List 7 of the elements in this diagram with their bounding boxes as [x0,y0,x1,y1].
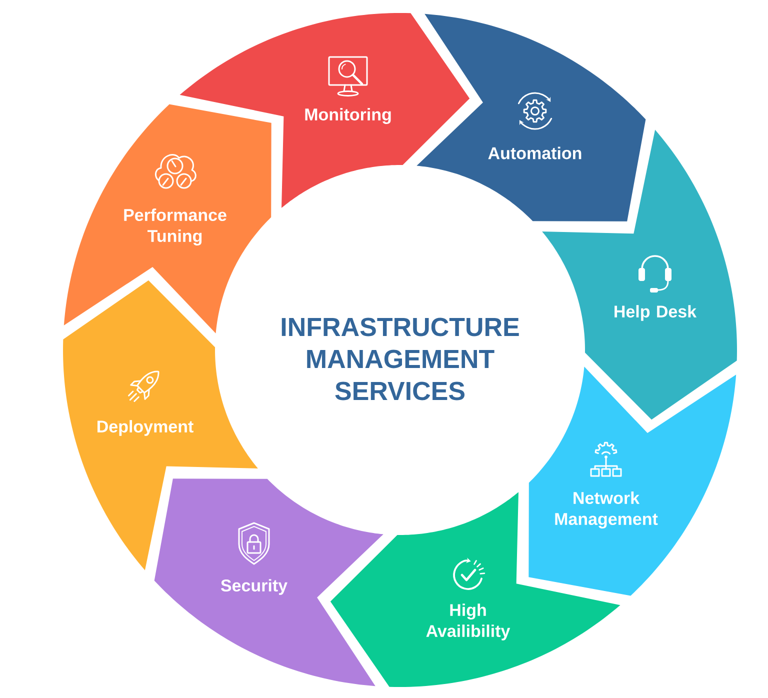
arrow-segment: Deployment [63,280,258,570]
arrow-segment: Network Management [528,366,736,596]
arrow-segment: Monitoring [180,13,470,208]
center-title: INFRASTRUCTURE MANAGEMENT SERVICES [282,318,519,400]
arrow-segment: Security [154,478,384,686]
arrow-segment: Automation [416,14,646,222]
arrow-segment: Performance Tuning [64,104,272,334]
